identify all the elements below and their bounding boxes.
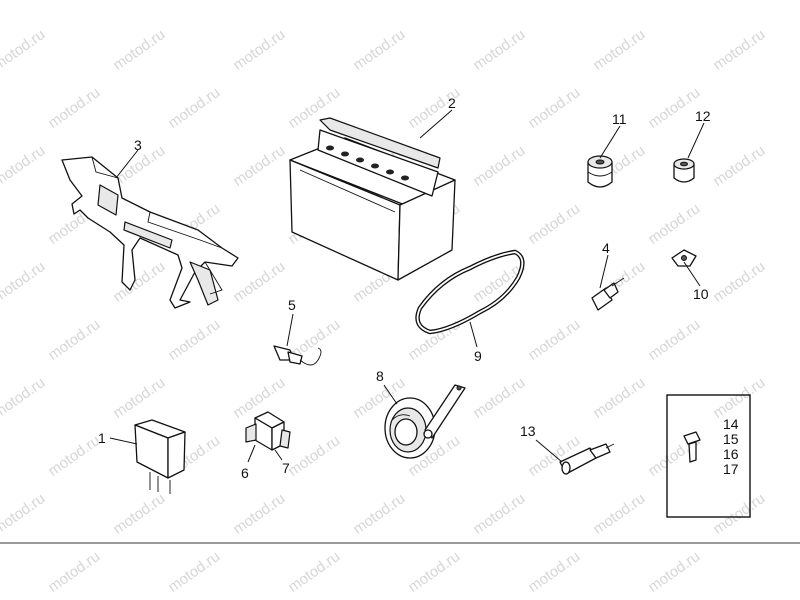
callout-10: 10 bbox=[693, 286, 709, 302]
callout-3: 3 bbox=[134, 137, 142, 153]
relay-part bbox=[245, 411, 291, 451]
callout-4: 4 bbox=[602, 240, 610, 256]
kit-item-17: 17 bbox=[723, 461, 739, 477]
kit-item-14: 14 bbox=[723, 416, 739, 432]
horn-part bbox=[384, 384, 466, 459]
bracket-part bbox=[61, 156, 239, 309]
callout-7: 7 bbox=[282, 460, 290, 476]
battery-part bbox=[289, 117, 456, 281]
callout-6: 6 bbox=[241, 465, 249, 481]
clip-part bbox=[671, 249, 697, 267]
rubber-strap-part bbox=[415, 249, 525, 335]
callout-labels: 3 2 11 12 4 10 5 9 8 1 6 7 13 14 15 16 1… bbox=[98, 95, 739, 481]
callout-13: 13 bbox=[520, 423, 536, 439]
bolt-part bbox=[683, 431, 701, 463]
grommet-part-12 bbox=[673, 158, 695, 183]
kit-item-15: 15 bbox=[723, 431, 739, 447]
kit-item-16: 16 bbox=[723, 446, 739, 462]
callout-12: 12 bbox=[695, 108, 711, 124]
callout-8: 8 bbox=[376, 368, 384, 384]
callout-2: 2 bbox=[448, 95, 456, 111]
relay-box-part bbox=[134, 419, 186, 494]
switch-part-13 bbox=[559, 443, 615, 475]
callout-5: 5 bbox=[288, 297, 296, 313]
sensor-part-5 bbox=[273, 345, 322, 366]
leader-lines bbox=[109, 109, 705, 463]
grommet-part-11 bbox=[587, 155, 613, 188]
switch-part-4 bbox=[591, 277, 625, 311]
kit-box bbox=[666, 394, 751, 518]
callout-1: 1 bbox=[98, 430, 106, 446]
callout-9: 9 bbox=[474, 348, 482, 364]
callout-11: 11 bbox=[612, 111, 627, 127]
